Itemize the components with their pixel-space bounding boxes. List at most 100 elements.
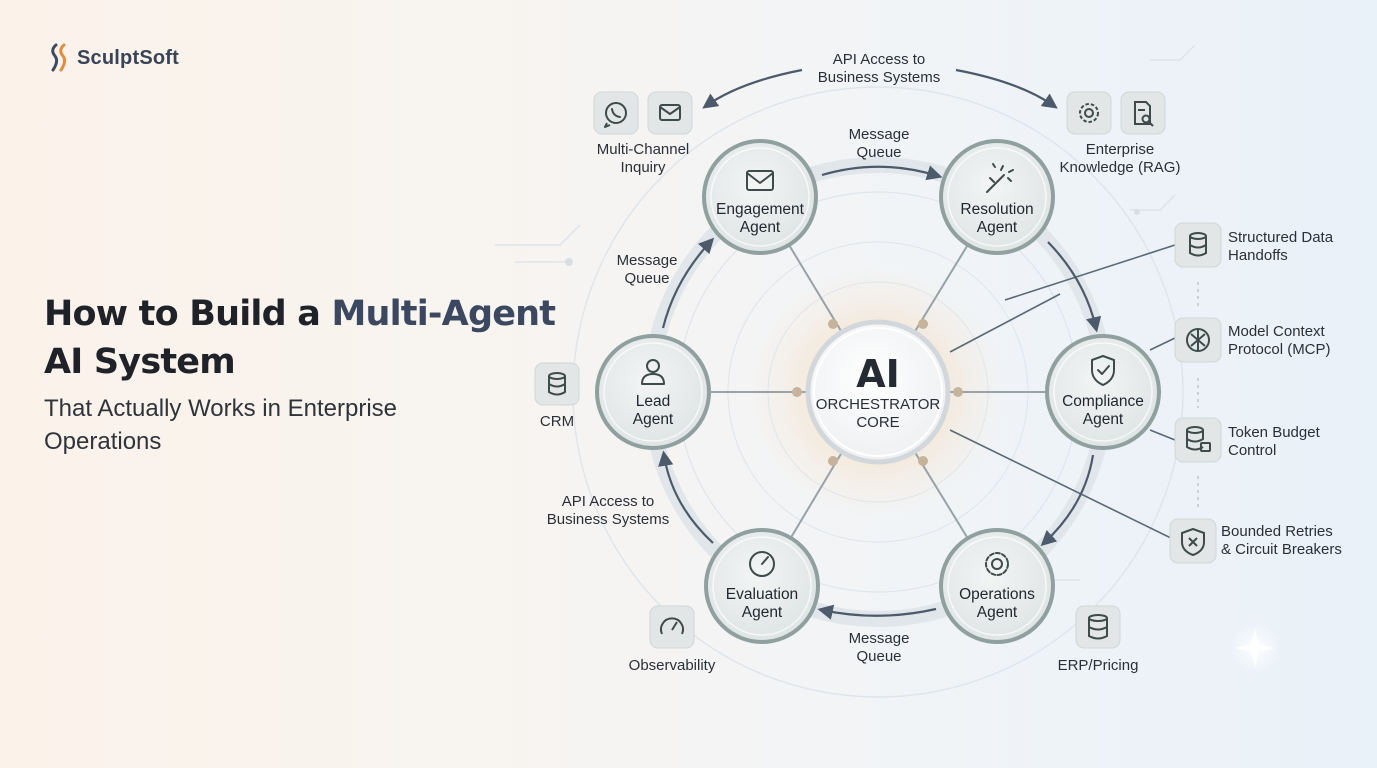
document-search-icon	[1134, 101, 1154, 127]
orchestrator-core-node[interactable]	[805, 319, 951, 465]
structured-data-label-l2: Handoffs	[1228, 247, 1288, 264]
enterprise-knowledge-label-l2: Knowledge (RAG)	[1059, 159, 1181, 176]
engagement-agent-node[interactable]	[702, 139, 818, 255]
top-api-label-l1: API Access to	[832, 51, 926, 68]
observability-tile[interactable]	[649, 605, 695, 649]
agent-icons	[641, 163, 1115, 577]
evaluation-agent-label-l1: Evaluation	[725, 586, 799, 603]
erp-tile[interactable]	[1075, 605, 1121, 649]
arrow-resolution-to-compliance	[1047, 241, 1102, 333]
structured-data-tile[interactable]	[1174, 222, 1222, 268]
mcp-tile[interactable]	[1174, 317, 1222, 363]
agent-nodes	[595, 139, 1161, 644]
token-budget-label-l2: Control	[1228, 442, 1277, 459]
sculptsoft-logo-icon	[51, 43, 67, 72]
whatsapp-tile[interactable]	[593, 91, 639, 135]
headline-line-1: How to Build a Multi-Agent	[44, 290, 564, 338]
arrow-engagement-to-resolution	[821, 165, 943, 181]
mail-icon	[746, 170, 774, 191]
compliance-agent-label-l2: Agent	[1082, 411, 1124, 428]
message-queue-left-l1: Message	[616, 252, 678, 269]
bounded-retries-label: Bounded Retries& Circuit Breakers	[1221, 523, 1342, 559]
openai-knot-icon	[1186, 328, 1210, 352]
gauge-icon	[660, 617, 684, 635]
lead-agent-node[interactable]	[595, 334, 711, 450]
flow-arrows	[658, 68, 1102, 620]
erp-pricing-label: ERP/Pricing	[1057, 657, 1139, 674]
arrow-api-to-multichannel	[702, 68, 803, 109]
brand-logo[interactable]: SculptSoft	[47, 42, 179, 74]
mail-icon	[659, 104, 681, 121]
crm-label: CRM	[539, 413, 575, 430]
operations-agent-node[interactable]	[939, 528, 1055, 644]
structured-data-label-l1: Structured Data	[1228, 229, 1334, 246]
headline-part-1: How to Build a	[44, 294, 332, 334]
sparkle-decoration	[1229, 622, 1281, 674]
speedometer-icon	[749, 551, 775, 577]
crm-tile[interactable]	[534, 362, 580, 406]
engagement-agent-label-l2: Agent	[739, 219, 781, 236]
integration-tiles	[534, 91, 1222, 649]
lead-agent-label-l2: Agent	[632, 411, 674, 428]
observability-label: Observability	[628, 657, 716, 674]
arrow-operations-to-evaluation	[817, 604, 937, 620]
token-budget-label-l1: Token Budget	[1228, 424, 1320, 441]
resolution-agent-label-l2: Agent	[976, 219, 1018, 236]
brand-name: SculptSoft	[77, 46, 179, 69]
settings-icon	[1079, 103, 1099, 123]
lead-agent-label-l1: Lead	[635, 393, 671, 410]
arrow-api-to-enterprise	[955, 68, 1058, 109]
settings-tile[interactable]	[1066, 91, 1112, 135]
bounded-retries-label-l2: & Circuit Breakers	[1221, 541, 1342, 558]
mcp-label-l1: Model Context	[1228, 323, 1325, 340]
retries-tile[interactable]	[1169, 518, 1217, 564]
compliance-agent-node[interactable]	[1045, 334, 1161, 450]
core-title: AI	[856, 352, 900, 396]
circuit-lines	[495, 44, 1196, 581]
arrow-compliance-to-operations	[1040, 454, 1095, 547]
whatsapp-icon	[604, 102, 627, 128]
left-api-label-l2: Business Systems	[546, 511, 670, 528]
arrow-lead-to-engagement	[661, 237, 715, 329]
message-queue-bottom-l1: Message	[848, 630, 910, 647]
headline-block: How to Build a Multi-Agent AI System Tha…	[44, 290, 564, 458]
message-queue-top-l1: Message	[848, 126, 910, 143]
left-api-label-l1: API Access to	[561, 493, 655, 510]
multichannel-label-l2: Inquiry	[620, 159, 666, 176]
core-line-2: CORE	[856, 414, 900, 431]
capability-leaders	[949, 244, 1176, 541]
evaluation-agent-node[interactable]	[704, 528, 820, 644]
message-queue-top-l2: Queue	[856, 144, 902, 161]
mail-tile[interactable]	[647, 91, 693, 135]
engagement-agent-label-l1: Engagement	[716, 201, 804, 218]
database-icon	[548, 372, 566, 396]
user-icon	[641, 359, 665, 385]
pricing-database-icon	[1088, 614, 1108, 640]
mcp-label-l2: Protocol (MCP)	[1228, 341, 1331, 358]
subheadline-line-1: That Actually Works in Enterprise	[44, 395, 398, 422]
shield-x-icon	[1181, 527, 1205, 557]
bounded-retries-label-l1: Bounded Retries	[1221, 523, 1333, 540]
resolution-agent-node[interactable]	[939, 139, 1055, 255]
message-queue-bottom-l2: Queue	[856, 648, 902, 665]
document-search-tile[interactable]	[1120, 91, 1166, 135]
operations-agent-label-l1: Operations	[959, 586, 1035, 603]
token-budget-tile[interactable]	[1174, 417, 1222, 463]
evaluation-agent-label-l2: Agent	[741, 604, 783, 621]
